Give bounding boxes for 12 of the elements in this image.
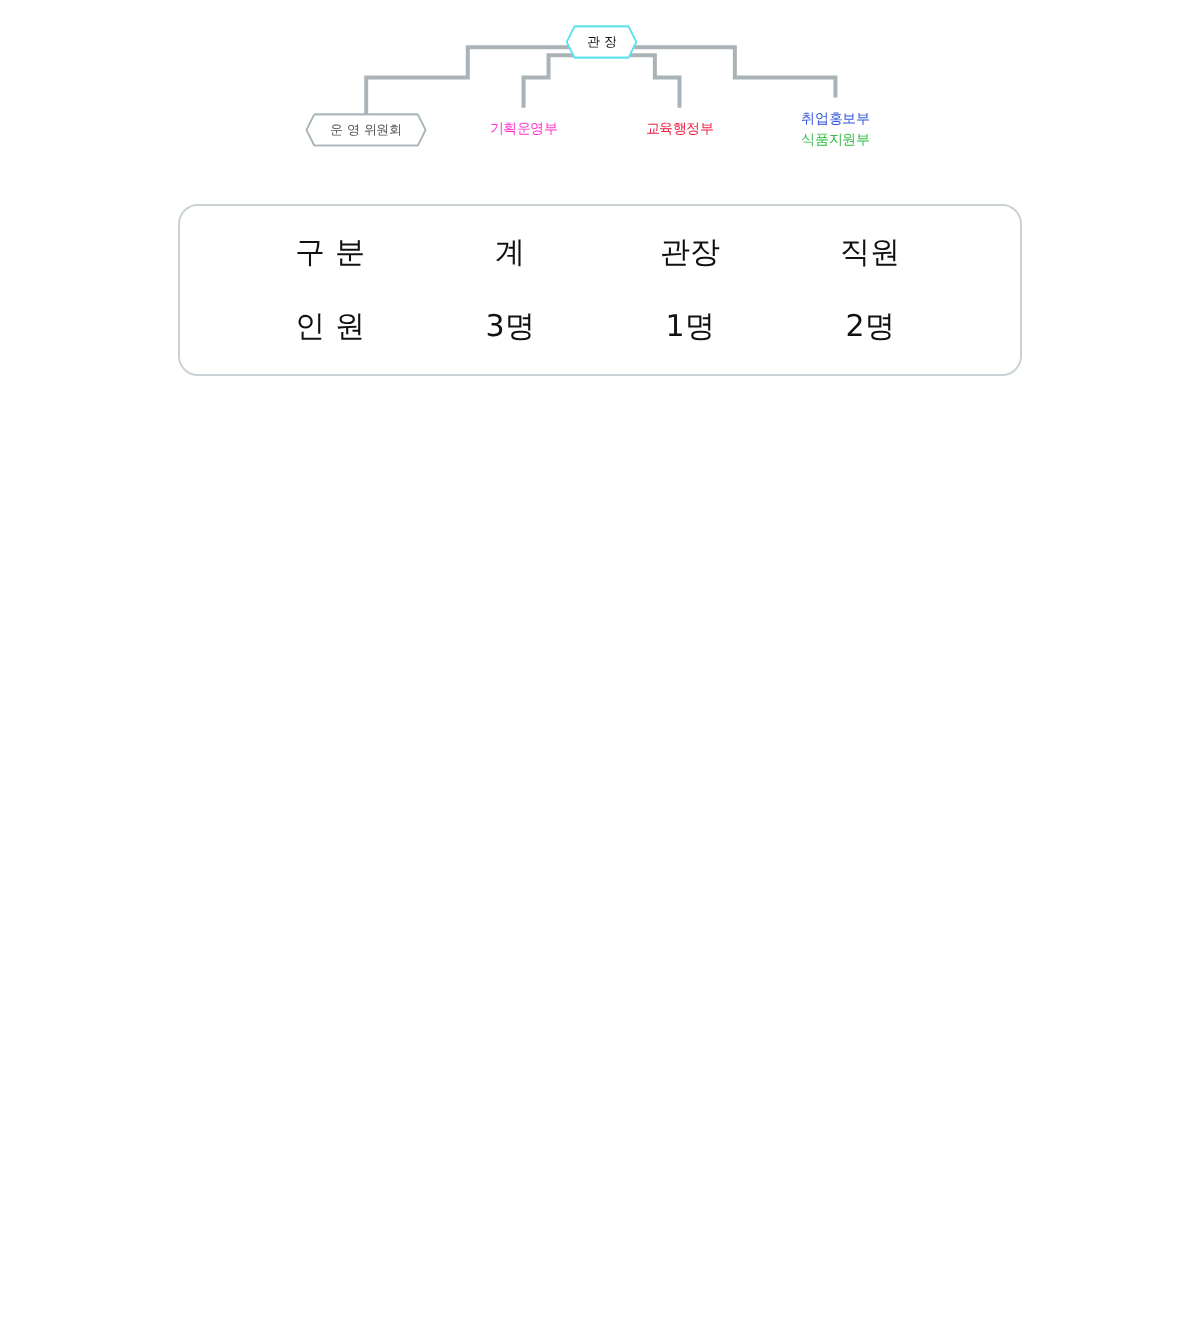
connector [521, 53, 574, 110]
connector [634, 45, 838, 100]
table-cell-text: 1명 [663, 308, 717, 347]
table-cell-text: 3명 [483, 308, 537, 347]
table-cell-text: 직원 [838, 234, 902, 273]
connector [630, 53, 682, 110]
connector [364, 45, 570, 117]
table-cell-text: 구 분 [293, 234, 367, 273]
table-cell-text: 인 원 [293, 308, 367, 347]
table-cell-text: 계 [493, 234, 527, 273]
table-cell-text: 관장 [658, 234, 722, 273]
table-cell-text: 2명 [843, 308, 897, 347]
